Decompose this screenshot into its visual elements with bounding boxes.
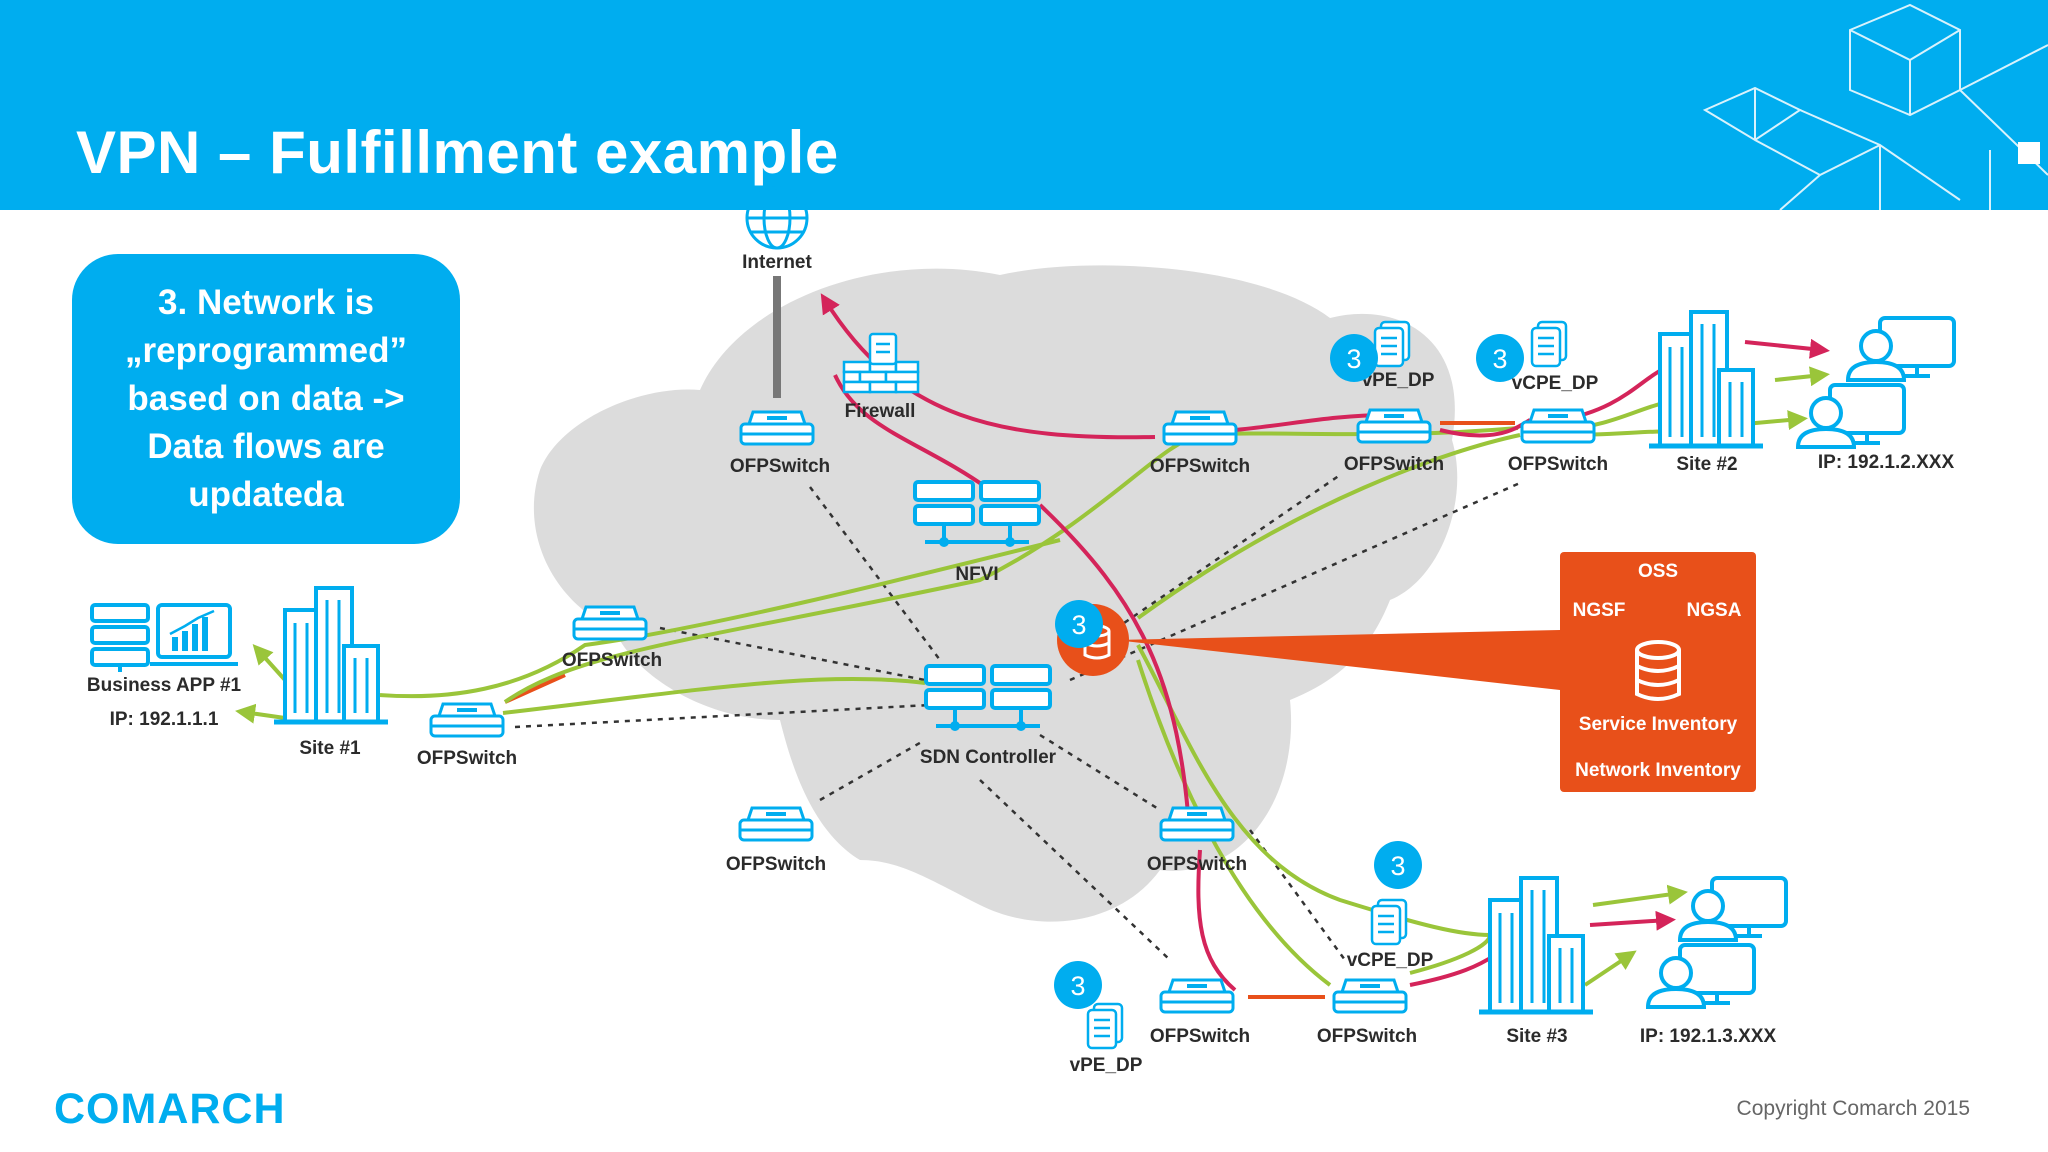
database-icon <box>1635 640 1681 701</box>
oss-beam <box>1115 630 1560 690</box>
ofpswitch-label: OFPSwitch <box>1508 454 1608 475</box>
switch-icon <box>738 806 814 842</box>
document-icon <box>1370 898 1408 946</box>
ip3-label: IP: 192.1.3.XXX <box>1640 1026 1777 1047</box>
ofpswitch-label: OFPSwitch <box>1147 854 1247 875</box>
switch-icon <box>1332 978 1408 1014</box>
switch-icon <box>1159 978 1235 1014</box>
switch-icon <box>572 605 648 641</box>
oss-ngsa: NGSA <box>1687 600 1742 621</box>
vpe-dp-label: vPE_DP <box>1070 1055 1143 1076</box>
internet-label: Internet <box>742 252 812 273</box>
vcpe-dp-label: vCPE_DP <box>1512 373 1599 394</box>
user-workstation-icon <box>1646 943 1756 1009</box>
svg-text:3: 3 <box>1390 851 1405 881</box>
switch-icon <box>739 410 815 446</box>
step-badge: 3 <box>1330 334 1378 382</box>
user-workstation-icon <box>1678 876 1788 942</box>
server-app-icon <box>90 603 238 672</box>
site2-label: Site #2 <box>1676 454 1737 475</box>
site1-label: Site #1 <box>299 738 361 759</box>
firewall-label: Firewall <box>845 401 916 422</box>
ofpswitch-label: OFPSwitch <box>726 854 826 875</box>
oss-network-inventory: Network Inventory <box>1575 760 1741 781</box>
geometric-decoration-icon <box>1702 3 2048 210</box>
business-app-label: Business APP #1 <box>87 675 242 696</box>
nfvi-label: NFVI <box>955 564 998 585</box>
building-icon <box>274 588 388 722</box>
oss-title: OSS <box>1638 561 1678 582</box>
switch-icon <box>1520 408 1596 444</box>
building-icon <box>1479 878 1593 1012</box>
user-workstation-icon <box>1796 383 1906 449</box>
globe-icon <box>745 186 809 250</box>
step-badge: 3 <box>1054 961 1102 1009</box>
site3-label: Site #3 <box>1506 1026 1567 1047</box>
document-icon <box>1530 320 1568 368</box>
svg-text:3: 3 <box>1492 344 1507 374</box>
switch-icon <box>1159 806 1235 842</box>
slide-title: VPN – Fulfillment example <box>76 119 839 186</box>
header-bar: VPN – Fulfillment example <box>0 0 2048 210</box>
user-workstation-icon <box>1846 316 1956 382</box>
svg-text:3: 3 <box>1346 344 1361 374</box>
firewall-icon <box>842 332 920 394</box>
comarch-logo: COMARCH <box>54 1085 286 1133</box>
oss-ngsf: NGSF <box>1573 600 1626 621</box>
sdn-controller-label: SDN Controller <box>920 747 1057 768</box>
document-icon <box>1086 1002 1124 1050</box>
ofpswitch-label: OFPSwitch <box>1344 454 1444 475</box>
document-icon <box>1373 320 1411 368</box>
svg-text:3: 3 <box>1070 971 1085 1001</box>
ip1-label: IP: 192.1.1.1 <box>110 709 219 730</box>
ofpswitch-label: OFPSwitch <box>1150 1026 1250 1047</box>
vpe-dp-label: vPE_DP <box>1362 370 1435 391</box>
switch-icon <box>1356 408 1432 444</box>
step-badge: 3 <box>1476 334 1524 382</box>
copyright-text: Copyright Comarch 2015 <box>1736 1097 1970 1120</box>
building-icon <box>1649 312 1763 446</box>
ofpswitch-label: OFPSwitch <box>1150 456 1250 477</box>
ofpswitch-label: OFPSwitch <box>1317 1026 1417 1047</box>
ip2-label: IP: 192.1.2.XXX <box>1818 452 1955 473</box>
switch-icon <box>429 702 505 738</box>
switch-icon <box>1162 410 1238 446</box>
ofpswitch-label: OFPSwitch <box>730 456 830 477</box>
network-cloud <box>533 265 1458 922</box>
svg-text:3: 3 <box>1071 610 1086 640</box>
oss-service-inventory: Service Inventory <box>1579 714 1738 735</box>
ofpswitch-label: OFPSwitch <box>562 650 662 671</box>
vcpe-dp-label: vCPE_DP <box>1347 950 1434 971</box>
step-badge: 3 <box>1055 600 1103 648</box>
ofpswitch-label: OFPSwitch <box>417 748 517 769</box>
step-callout: 3. Network is „reprogrammed” based on da… <box>72 254 460 544</box>
step-badge: 3 <box>1374 841 1422 889</box>
